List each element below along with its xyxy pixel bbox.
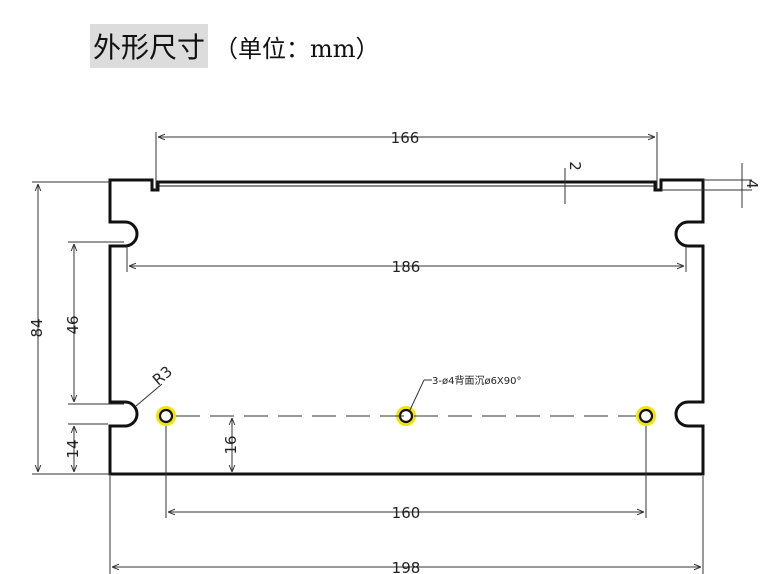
hole-left [158,408,174,424]
part-outline [108,178,705,476]
radius-leader [135,383,163,407]
dim-186 [126,246,687,272]
dim-84-label: 84 [28,318,46,337]
dim-16-label: 16 [222,435,240,454]
mounting-holes [156,406,656,426]
dim-160-label: 160 [392,504,421,522]
dim-4-label: 4 [743,179,761,189]
dim-14 [68,423,108,472]
dim-198 [109,476,704,574]
dim-166 [155,132,658,190]
dim-186-label: 186 [392,258,421,276]
dim-160 [165,426,647,518]
hole-note-leader [409,379,432,411]
title-main: 外形尺寸 [90,24,209,68]
hole-note: 3-ø4背面沉ø6X90° [432,374,522,387]
dim-2-label: 2 [566,161,584,171]
dim-14-label: 14 [64,439,82,458]
dim-84 [32,181,110,475]
title-unit: （单位：mm） [214,35,380,63]
dim-198-label: 198 [392,559,421,574]
dim-166-label: 166 [391,129,420,147]
radius-label: R3 [149,362,176,389]
drawing-title: 外形尺寸 （单位：mm） [90,24,380,68]
hole-right [638,408,654,424]
dim-46-label: 46 [64,315,82,334]
dim-46 [68,241,124,405]
dim-4 [661,163,752,208]
